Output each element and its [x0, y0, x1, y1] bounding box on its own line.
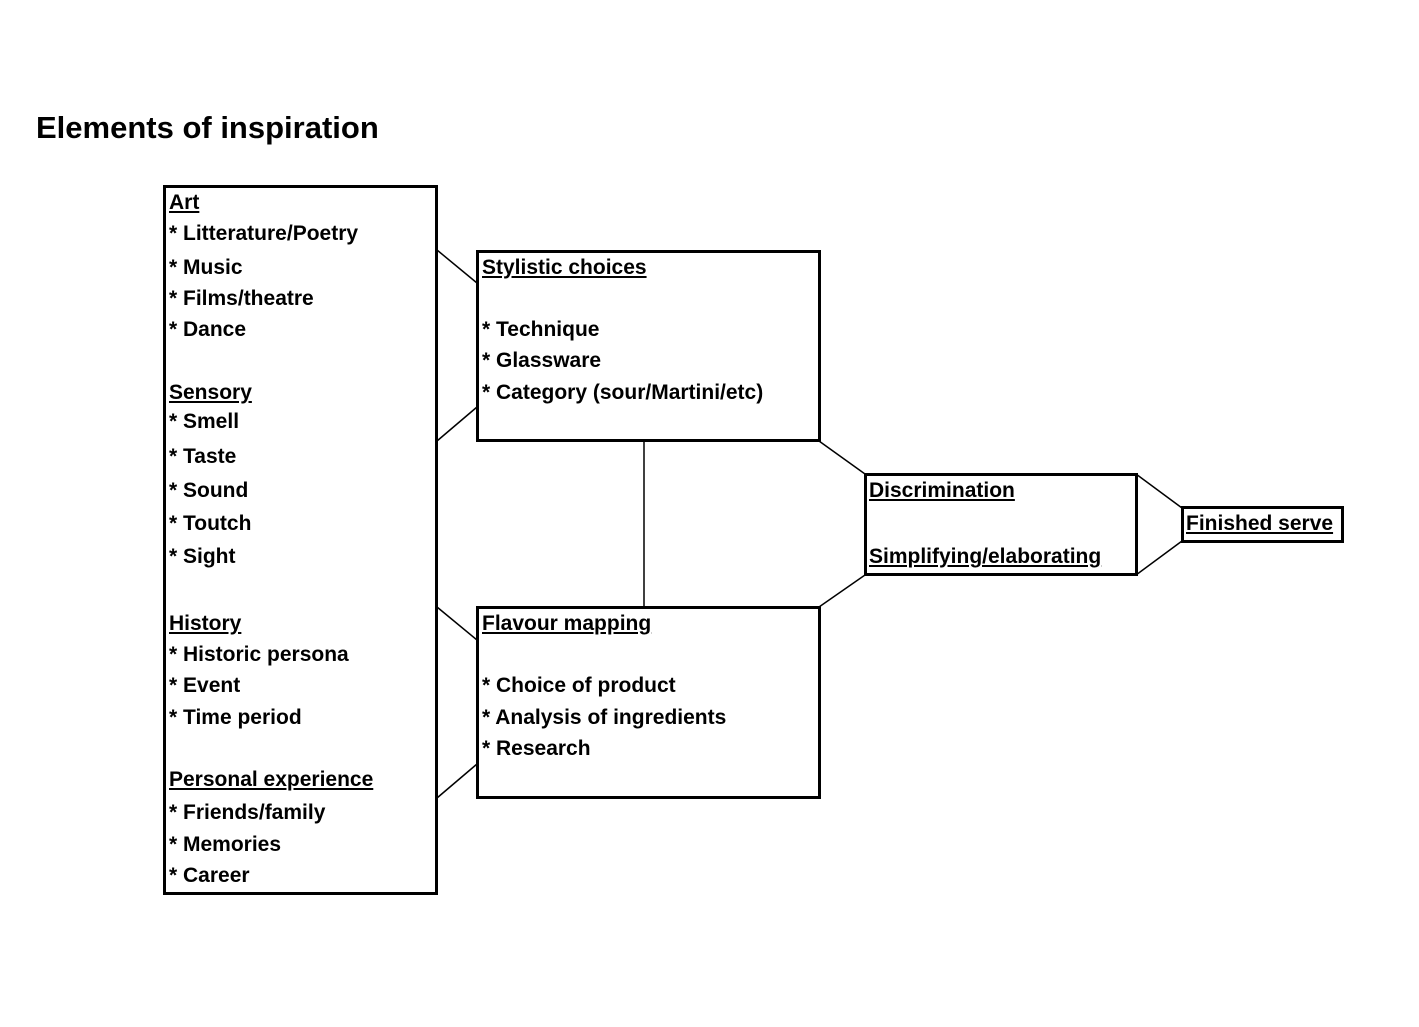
- personal-item: * Career: [169, 864, 250, 887]
- stylistic-item: * Technique: [482, 318, 600, 341]
- stylistic-choices-box: [476, 250, 821, 442]
- flavour-item: * Choice of product: [482, 674, 676, 697]
- stylistic-heading: Stylistic choices: [482, 256, 647, 279]
- personal-heading: Personal experience: [169, 768, 374, 791]
- inspiration-box: [163, 185, 438, 895]
- page-title: Elements of inspiration: [36, 110, 379, 145]
- connector-sensory-to-stylistic: [436, 406, 478, 442]
- art-item: * Litterature/Poetry: [169, 222, 359, 245]
- connector-flavour-to-discrimination: [818, 574, 866, 608]
- sensory-item: * Taste: [169, 445, 237, 468]
- personal-item: * Memories: [169, 833, 282, 856]
- history-item: * Event: [169, 674, 241, 697]
- sensory-item: * Sight: [169, 545, 236, 568]
- sensory-item: * Smell: [169, 410, 240, 433]
- flavour-heading: Flavour mapping: [482, 612, 652, 635]
- connector-art-to-stylistic: [436, 249, 478, 284]
- sensory-heading: Sensory: [169, 381, 252, 404]
- history-item: * Time period: [169, 706, 302, 729]
- finished-serve-box: [1181, 506, 1344, 543]
- sensory-item: * Sound: [169, 479, 249, 502]
- connector-discrimination-to-finished-bottom: [1135, 540, 1183, 576]
- connector-stylistic-to-discrimination: [818, 440, 866, 475]
- discrimination-box: [864, 473, 1138, 576]
- art-item: * Music: [169, 256, 243, 279]
- stylistic-item: * Category (sour/Martini/etc): [482, 381, 764, 404]
- flavour-item: * Analysis of ingredients: [482, 706, 727, 729]
- art-item: * Dance: [169, 318, 247, 341]
- sensory-item: * Toutch: [169, 512, 252, 535]
- discrimination-sub: Simplifying/elaborating: [869, 545, 1102, 568]
- connector-personal-to-flavour: [436, 763, 478, 799]
- history-heading: History: [169, 612, 242, 635]
- connector-history-to-flavour: [436, 606, 478, 641]
- flavour-item: * Research: [482, 737, 591, 760]
- art-item: * Films/theatre: [169, 287, 314, 310]
- stylistic-item: * Glassware: [482, 349, 602, 372]
- connector-discrimination-to-finished-top: [1135, 473, 1183, 509]
- flavour-mapping-box: [476, 606, 821, 799]
- history-item: * Historic persona: [169, 643, 349, 666]
- finished-serve-label: Finished serve: [1186, 512, 1334, 535]
- personal-item: * Friends/family: [169, 801, 326, 824]
- discrimination-heading: Discrimination: [869, 479, 1015, 502]
- art-heading: Art: [169, 191, 200, 214]
